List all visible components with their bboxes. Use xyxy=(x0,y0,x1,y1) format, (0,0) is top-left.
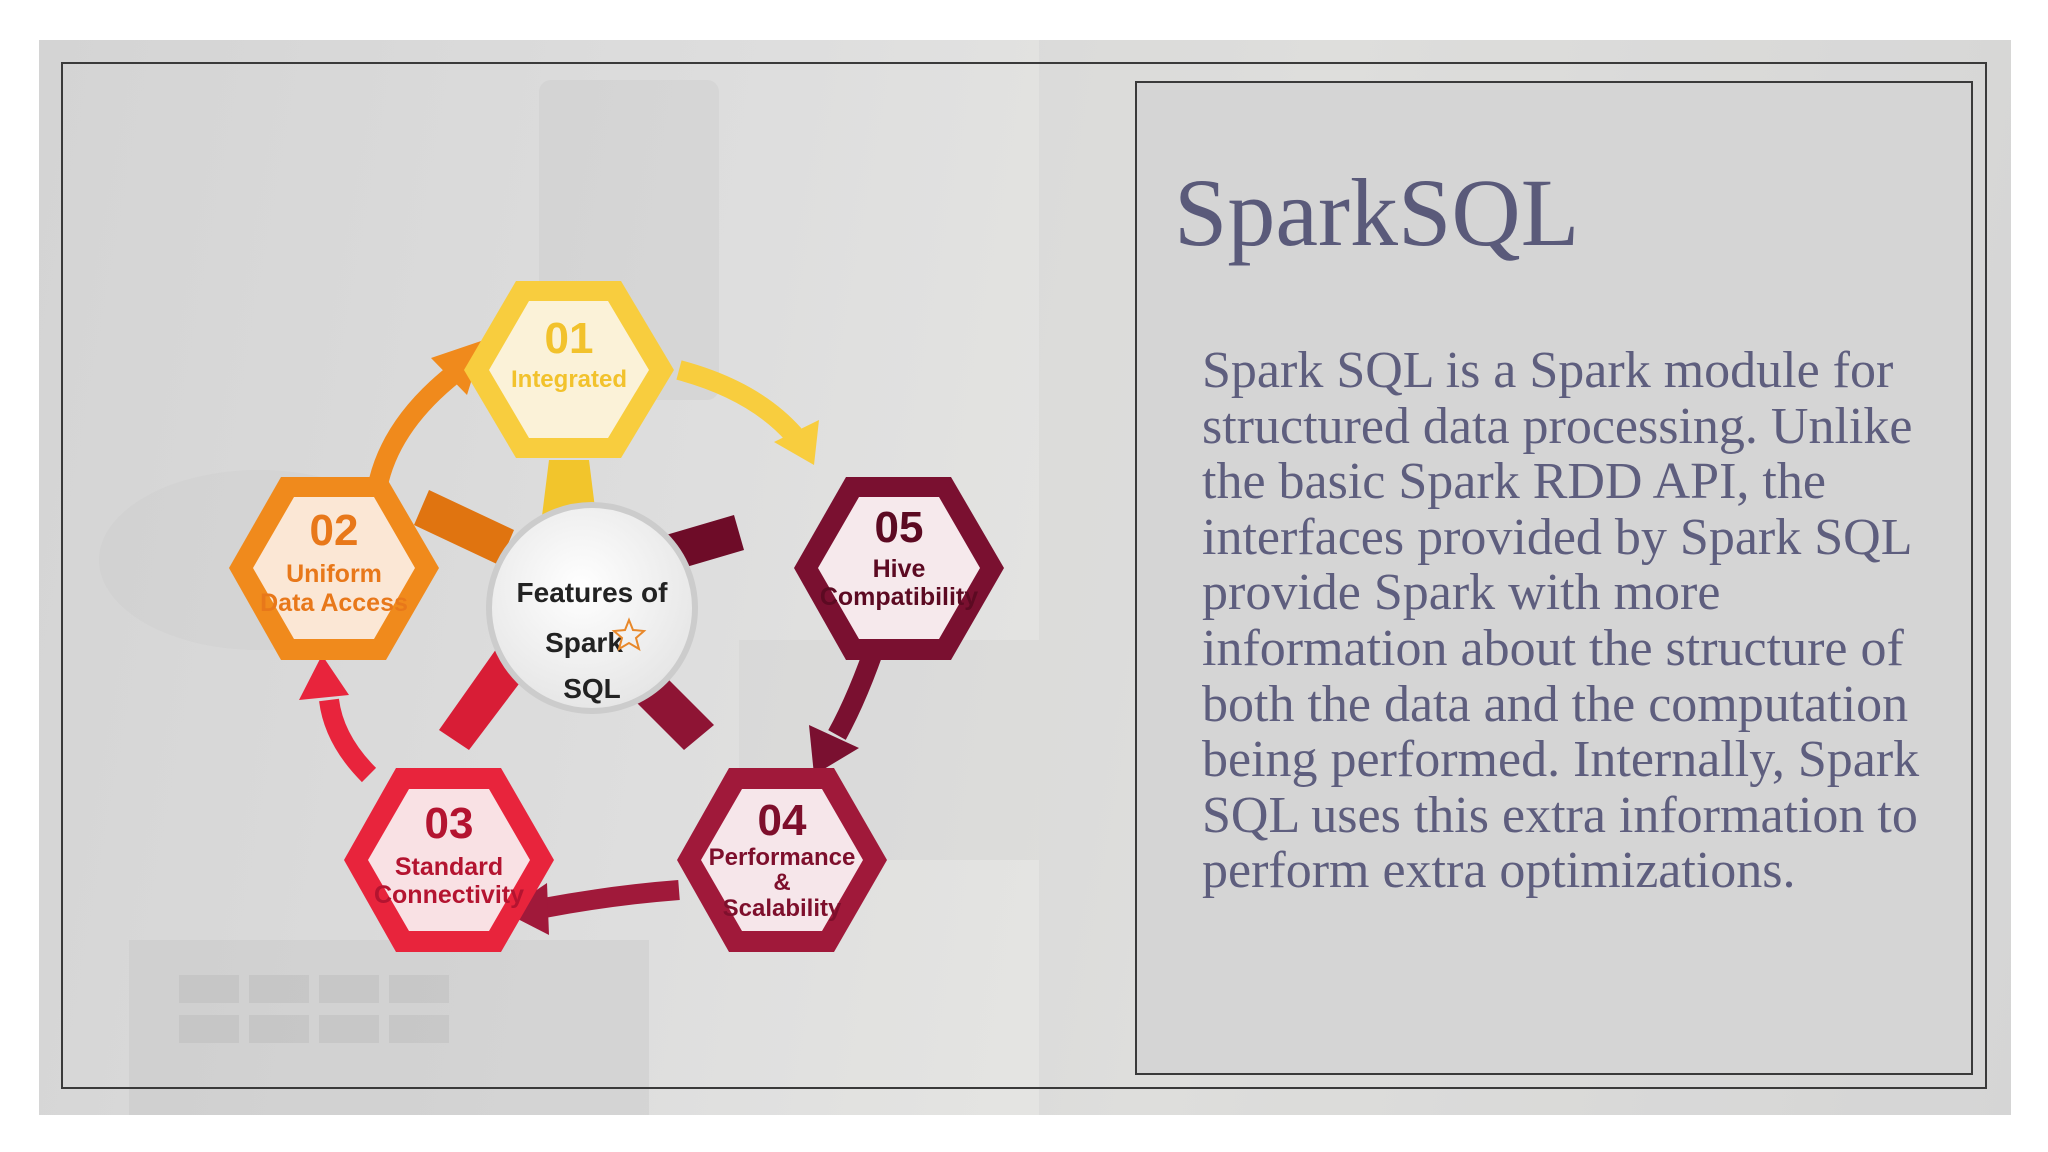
feature-02-label-line2: Data Access xyxy=(260,589,408,617)
arrow-03-to-02 xyxy=(299,655,377,783)
arrow-04-to-03 xyxy=(504,880,680,935)
center-label-line2: Spark xyxy=(545,627,623,658)
slide-body-text: Spark SQL is a Spark module for structur… xyxy=(1202,342,1920,900)
feature-05-hive-compatibility: 05 Hive Compatibility xyxy=(794,477,1004,660)
center-circle xyxy=(486,502,698,714)
center-label-line1: Features of xyxy=(517,577,669,608)
slide-frame xyxy=(61,62,1987,1089)
arrow-01-to-05 xyxy=(676,360,819,465)
feature-01-integrated: 01 Integrated xyxy=(464,281,674,458)
feature-01-label: Integrated xyxy=(511,366,627,393)
feature-04-performance-scalability: 04 Performance & Scalability xyxy=(677,768,887,952)
slide: SparkSQL Spark SQL is a Spark module for… xyxy=(39,40,2011,1115)
feature-05-number: 05 xyxy=(875,503,924,552)
feature-03-number: 03 xyxy=(425,799,474,848)
feature-04-number: 04 xyxy=(758,796,807,845)
connector-02 xyxy=(414,490,514,565)
center-label-line3: SQL xyxy=(563,673,621,704)
spark-star-icon xyxy=(611,617,647,652)
feature-03-label-line2: Connectivity xyxy=(374,881,524,909)
arrow-02-to-01 xyxy=(369,340,484,483)
feature-05-label-line1: Hive xyxy=(873,555,926,583)
feature-04-label-line1: Performance xyxy=(709,844,856,871)
feature-02-label-line1: Uniform xyxy=(286,560,382,588)
slide-title: SparkSQL xyxy=(1174,159,1580,266)
feature-02-uniform-data-access: 02 Uniform Data Access xyxy=(229,477,439,660)
feature-03-standard-connectivity: 03 Standard Connectivity xyxy=(344,768,554,952)
spark-sql-features-diagram: Features of Spark SQL 01 Integrated 02 U… xyxy=(229,281,1004,952)
feature-05-label-line2: Compatibility xyxy=(820,583,978,611)
text-panel xyxy=(1135,81,1973,1075)
feature-02-number: 02 xyxy=(310,506,359,555)
feature-04-label-line3: Scalability xyxy=(723,895,842,922)
feature-04-label-line2: & xyxy=(773,869,790,896)
feature-03-label-line1: Standard xyxy=(395,853,503,881)
feature-01-number: 01 xyxy=(545,314,594,363)
